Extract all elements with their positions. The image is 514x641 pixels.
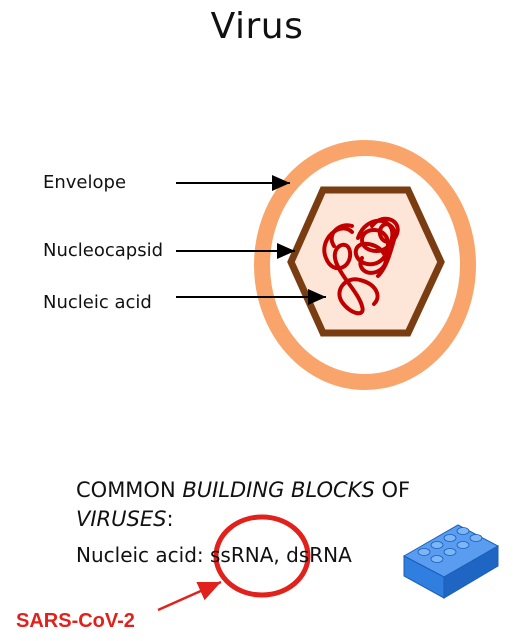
heading-emphasis: BUILDING BLOCKS [182,478,375,502]
nucleic-acid-types: Nucleic acid: ssRNA, dsRNA [76,543,352,567]
envelope-label: Envelope [43,172,127,193]
lego-brick-icon [402,524,500,599]
heading-text: COMMON [76,478,183,502]
dsrna-text: dsRNA [286,543,352,567]
heading-colon: : [166,507,174,531]
heading-emphasis: VIRUSES [76,507,167,531]
nucleocapsid-label: Nucleocapsid [43,240,164,261]
page-title: Virus [210,6,304,47]
nucleic-acid-shape [322,216,400,316]
nucleic-acid-prefix: Nucleic acid: [76,543,211,567]
nucleic-acid-label: Nucleic acid [43,292,152,313]
sars-arrow [157,580,222,612]
ssrna-text: ssRNA [210,543,274,567]
nucleocapsid-shape [287,186,445,337]
heading-text: OF [374,478,411,502]
separator-text: , [273,543,287,567]
building-blocks-heading: COMMON BUILDING BLOCKS OF VIRUSES: [76,476,486,534]
sars-cov-2-annotation: SARS-CoV-2 [16,610,135,632]
ssrna-highlight-circle [213,514,311,598]
